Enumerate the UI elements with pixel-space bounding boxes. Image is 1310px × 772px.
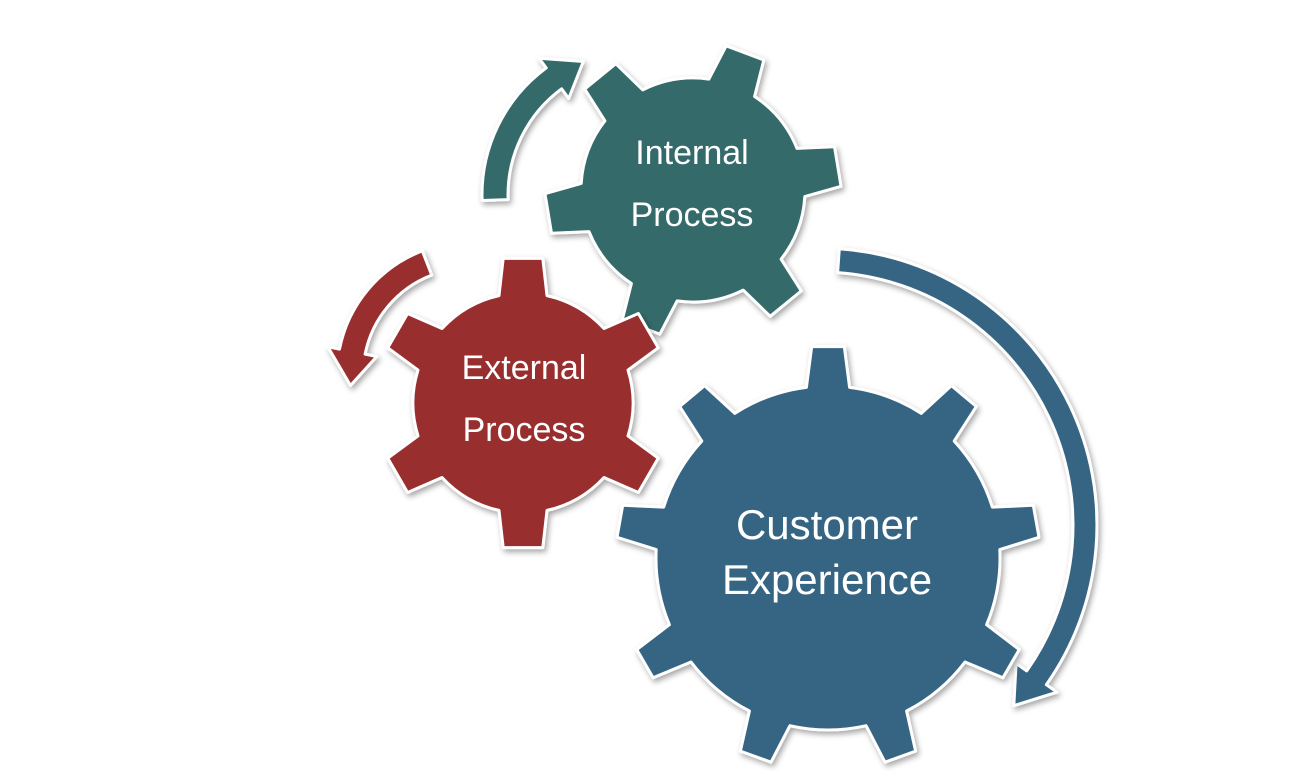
gear-customer-shape [615, 345, 1041, 764]
gear-external-process: External Process [386, 256, 660, 550]
gear-internal-label-line2: Process [631, 196, 754, 234]
gear-customer-label-line2: Experience [722, 556, 932, 603]
cycle-arrow-red [326, 249, 434, 387]
gear-internal-process: Internal Process [543, 44, 843, 336]
gear-customer-label-line1: Customer [736, 501, 918, 548]
gear-internal-label-line1: Internal [635, 134, 748, 172]
gear-external-label-line2: Process [463, 411, 586, 449]
cycle-arrow-blue [836, 247, 1099, 708]
cycle-arrow-teal [480, 56, 585, 202]
gear-external-shape [386, 256, 660, 550]
gear-external-label-line1: External [462, 349, 587, 387]
gear-internal-shape [543, 44, 843, 336]
gear-customer-experience: Customer Experience [615, 345, 1041, 764]
